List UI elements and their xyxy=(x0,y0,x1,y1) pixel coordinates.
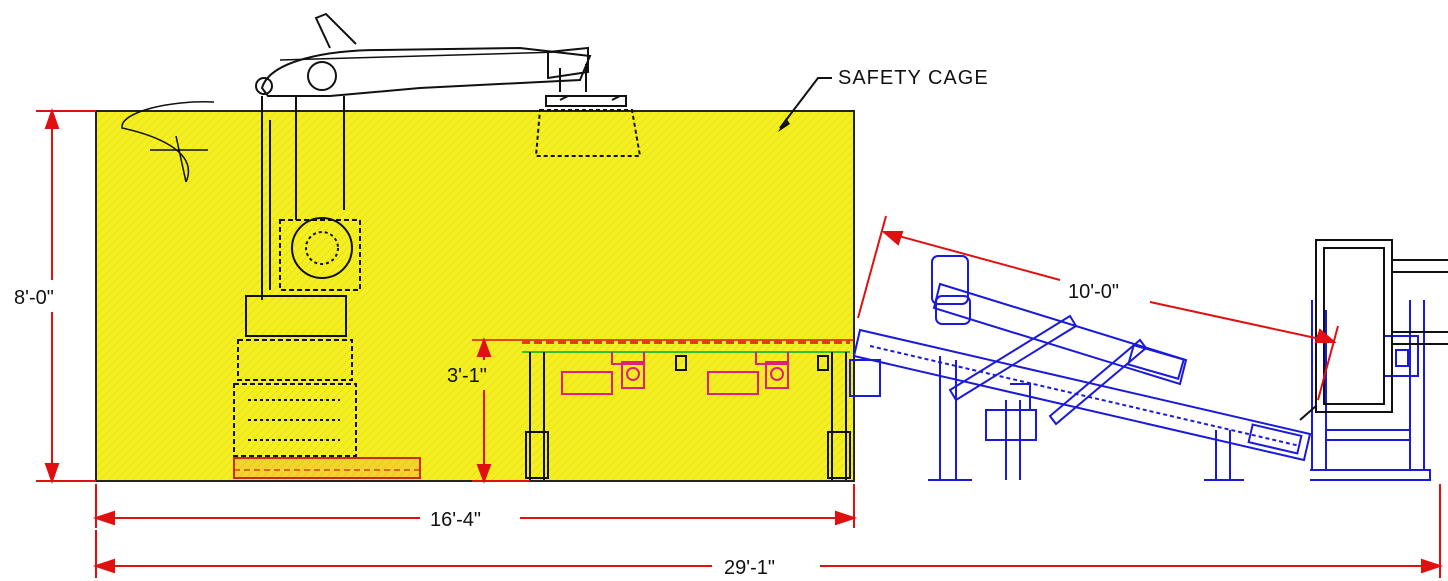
incline-conveyor xyxy=(849,255,1431,481)
safety-cage xyxy=(95,110,855,482)
dimension-cage-height xyxy=(36,107,96,485)
safety-cage-label: SAFETY CAGE xyxy=(838,67,989,89)
dimension-conveyor-height xyxy=(472,337,530,484)
safety-cage-leader xyxy=(778,77,832,132)
dimension-incline-length xyxy=(857,215,1339,401)
dimension-label-overall-length: 29'-1" xyxy=(724,557,775,579)
dimension-label-cage-height: 8'-0" xyxy=(14,287,54,309)
case-erector-frame xyxy=(1299,239,1448,421)
dimension-label-conveyor-height: 3'-1" xyxy=(447,365,487,387)
accumulation-conveyor xyxy=(472,339,854,480)
dimension-overall-length xyxy=(92,484,1444,578)
dimension-label-cage-length: 16'-4" xyxy=(430,509,481,531)
palletizing-robot xyxy=(121,12,642,457)
dimension-cage-length xyxy=(92,484,858,528)
pallet xyxy=(233,457,421,479)
dimension-label-incline-length: 10'-0" xyxy=(1068,281,1119,303)
